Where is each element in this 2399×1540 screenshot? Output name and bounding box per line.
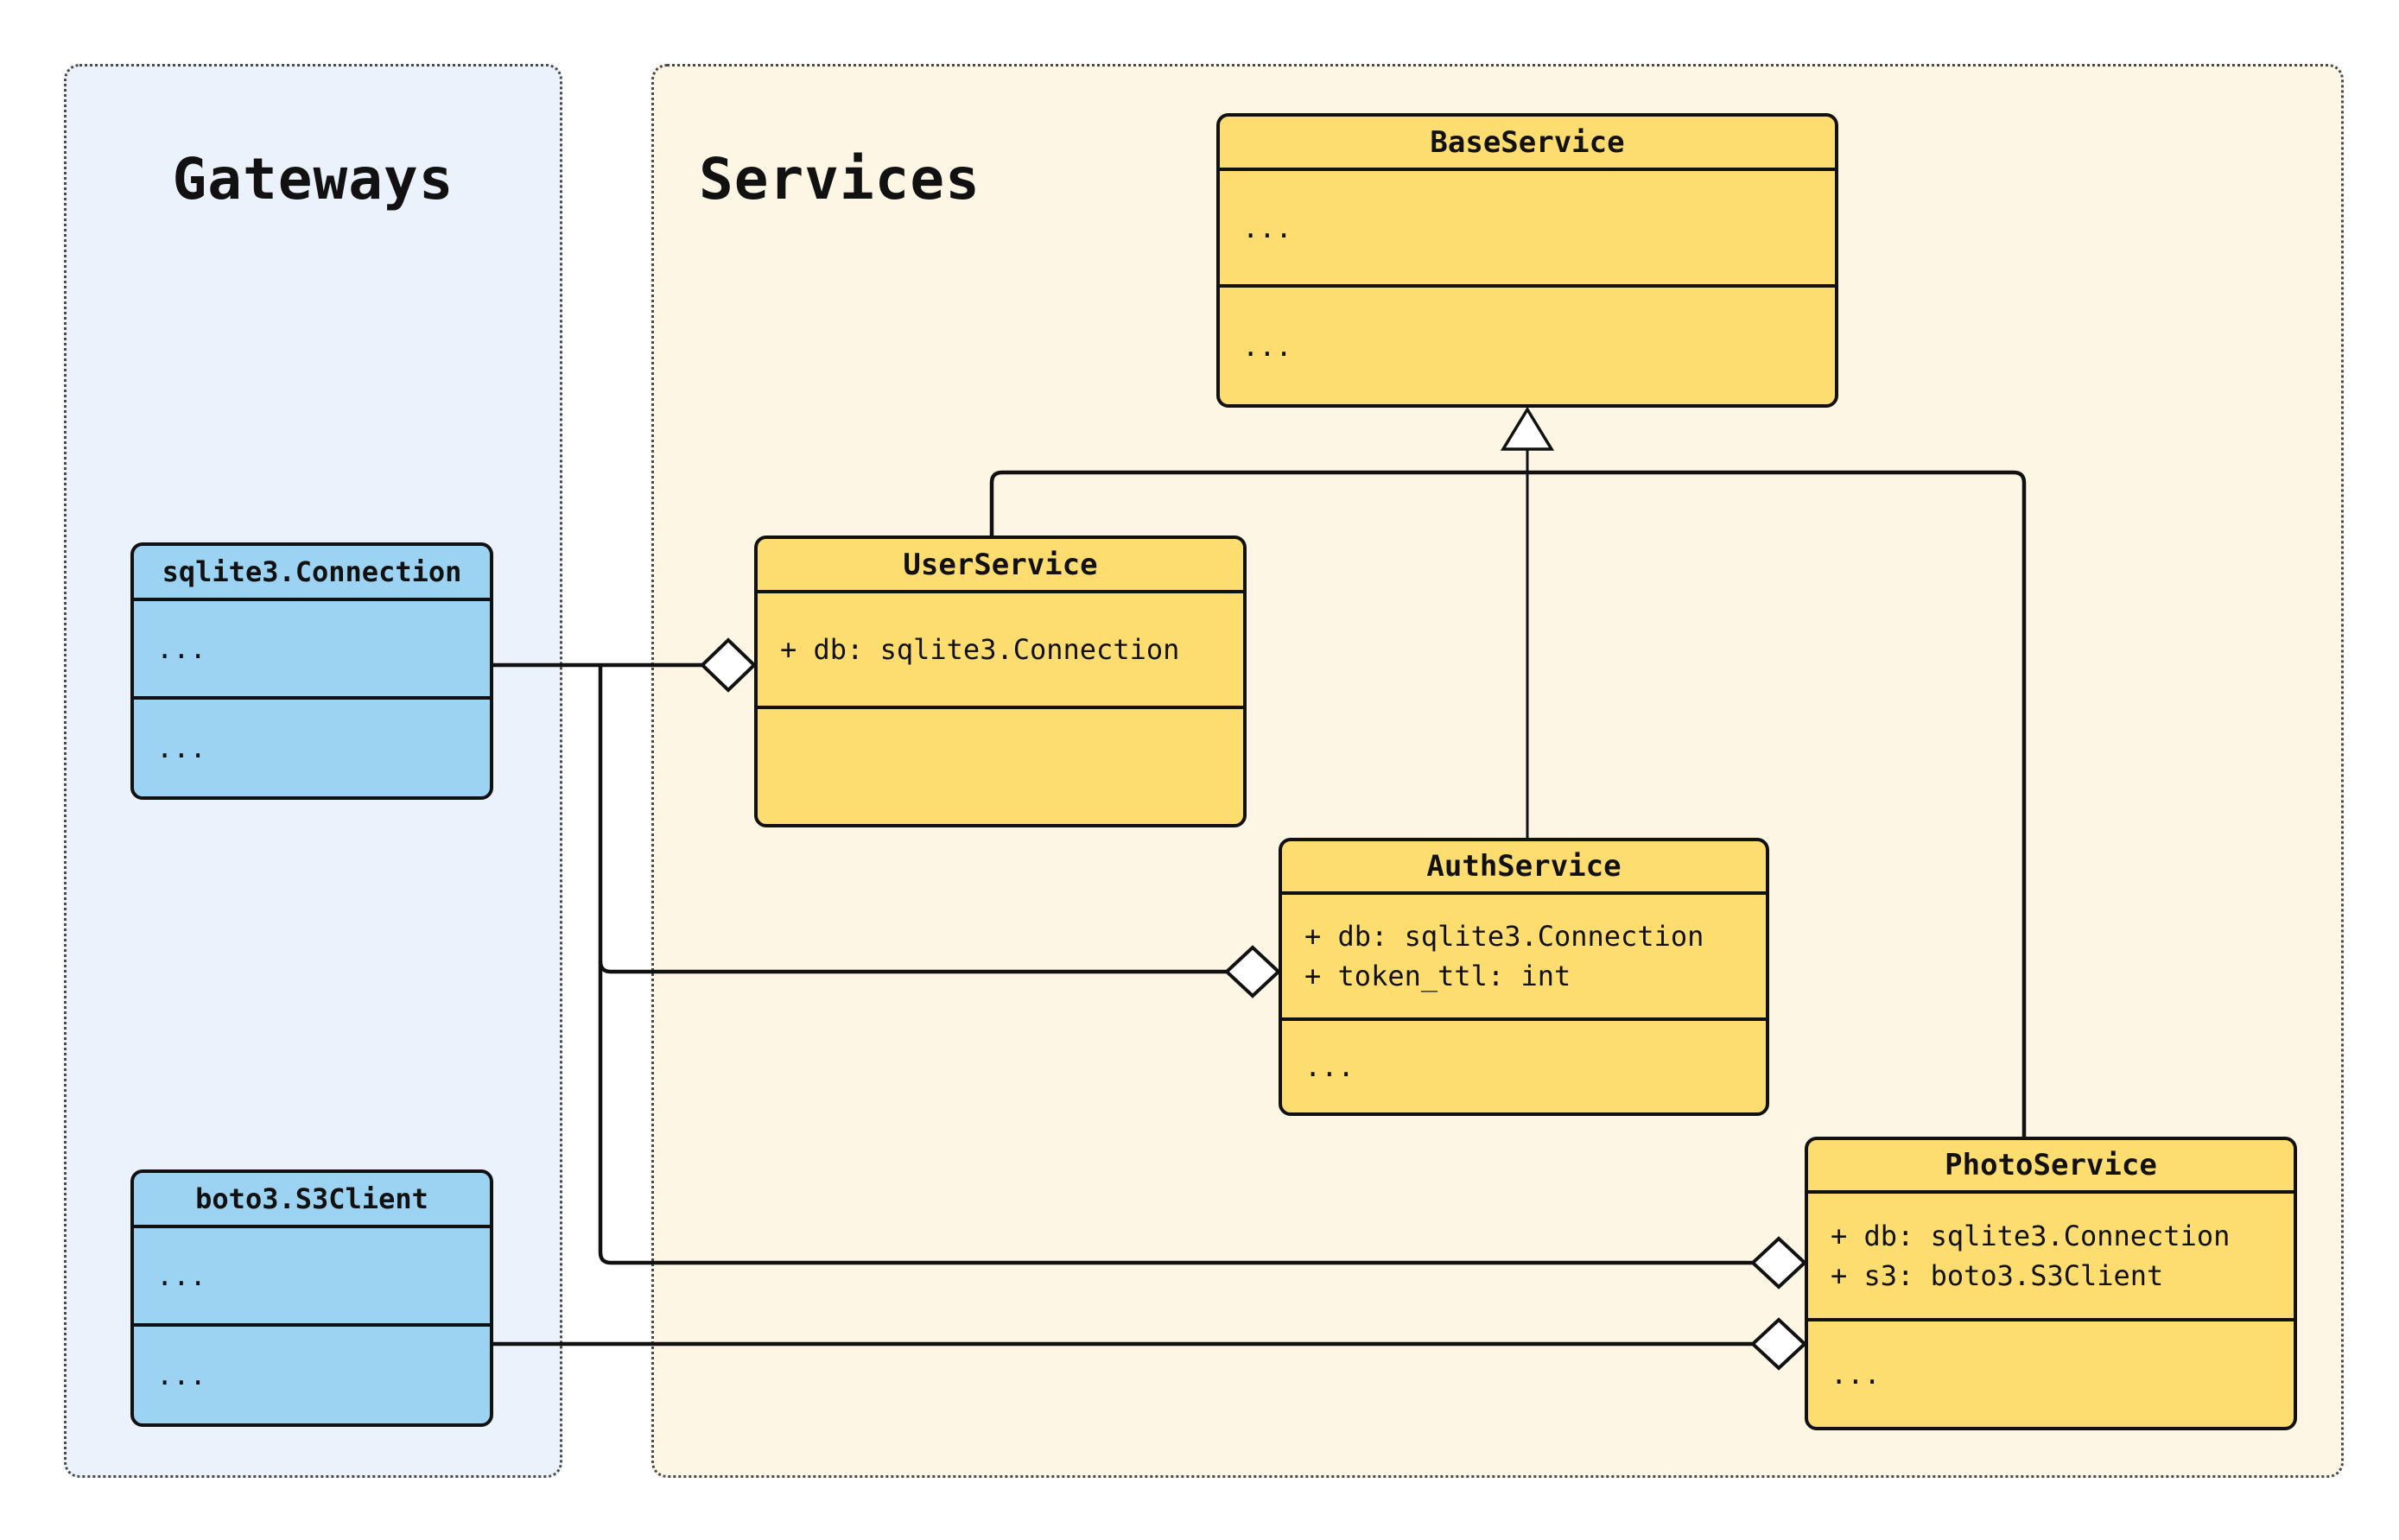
class-box-authservice: AuthService + db: sqlite3.Connection + t…: [1279, 838, 1769, 1116]
class-attribute: + db: sqlite3.Connection: [780, 633, 1180, 666]
class-method: ...: [156, 732, 206, 764]
class-title: BaseService: [1220, 117, 1835, 171]
class-title: boto3.S3Client: [134, 1173, 490, 1228]
class-title: AuthService: [1282, 841, 1766, 895]
class-method: ...: [1242, 329, 1292, 363]
class-title: sqlite3.Connection: [134, 546, 490, 601]
class-methods-empty: [758, 709, 1243, 824]
class-box-baseservice: BaseService ... ...: [1216, 113, 1838, 408]
class-attribute: ...: [156, 632, 206, 665]
group-gateways-title: Gateways: [172, 146, 454, 212]
class-method: ...: [1304, 1050, 1355, 1083]
class-attribute: ...: [1242, 211, 1292, 244]
class-attribute: + db: sqlite3.Connection: [1831, 1220, 2231, 1252]
class-attribute: + s3: boto3.S3Client: [1831, 1259, 2164, 1292]
class-attribute: + token_ttl: int: [1304, 960, 1571, 992]
class-method: ...: [1831, 1358, 1881, 1391]
class-box-userservice: UserService + db: sqlite3.Connection: [754, 536, 1247, 827]
class-attribute: + db: sqlite3.Connection: [1304, 920, 1704, 953]
class-attribute: ...: [156, 1259, 206, 1292]
group-services-title: Services: [699, 146, 981, 212]
class-box-boto3-s3client: boto3.S3Client ... ...: [130, 1169, 493, 1427]
class-method: ...: [156, 1359, 206, 1391]
class-title: UserService: [758, 539, 1243, 593]
class-box-sqlite3-connection: sqlite3.Connection ... ...: [130, 542, 493, 800]
class-box-photoservice: PhotoService + db: sqlite3.Connection + …: [1805, 1137, 2297, 1430]
class-title: PhotoService: [1808, 1140, 2294, 1194]
